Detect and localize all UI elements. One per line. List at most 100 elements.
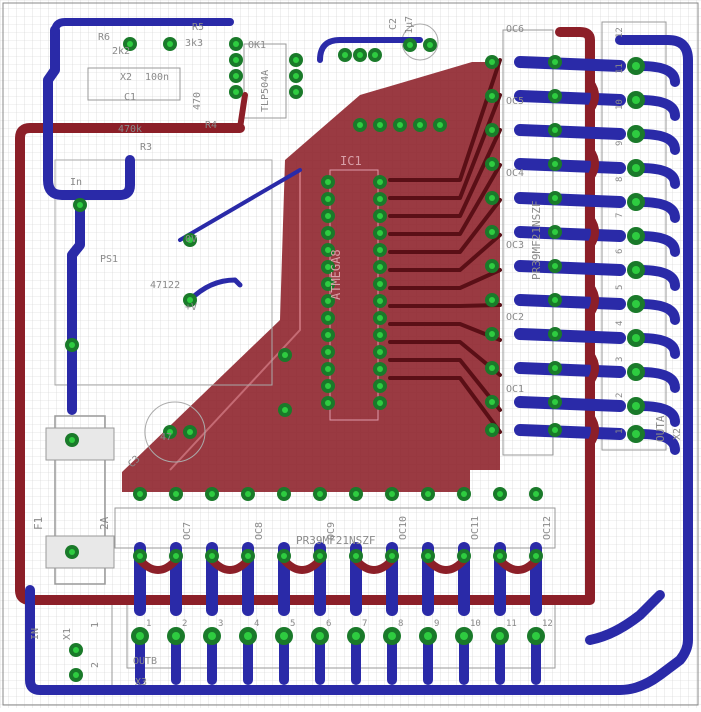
- top-trace-ic-10: [388, 358, 502, 412]
- oc-right-pad-a-6: [485, 259, 499, 273]
- bottom-loop-right-0: [635, 61, 680, 87]
- ic1-pad-left-3: [321, 226, 335, 240]
- oc-bottom-pad-a-7: [385, 487, 399, 501]
- bottom-loop-right-5: [635, 231, 680, 257]
- ic1-pad-right-13: [373, 396, 387, 410]
- bottom-loop-right-11: [635, 429, 680, 455]
- oc-right-pad-a-10: [485, 395, 499, 409]
- x2-pin-9: 3: [615, 357, 625, 362]
- misc-pad-22: [163, 425, 177, 439]
- oc-right-pad-a-1: [485, 89, 499, 103]
- top-loop-bottom-8: [424, 556, 468, 574]
- x2-pad-3: [627, 159, 645, 177]
- misc-pad-8: [289, 85, 303, 99]
- top-trace-ic-6: [388, 268, 502, 290]
- ok1-label: OK1: [248, 40, 266, 51]
- oc-bottom-pad-b-2: [205, 549, 219, 563]
- x2-pad-2: [627, 125, 645, 143]
- top-loop-bottom-0: [136, 556, 180, 574]
- misc-pad-7: [289, 69, 303, 83]
- misc-pad-5: [229, 85, 243, 99]
- misc-pad-12: [73, 198, 87, 212]
- r5-label: R5: [192, 22, 204, 33]
- r6-label: R6: [98, 32, 110, 43]
- x3-pad-8: [419, 627, 437, 645]
- oc-bottom-pad-a-11: [529, 487, 543, 501]
- x3-pad-11: [527, 627, 545, 645]
- x3-pad-3: [239, 627, 257, 645]
- top-loop-bottom-6: [352, 556, 396, 574]
- oc-bottom-label-3: OC10: [398, 516, 409, 540]
- x2-pin-8: 4: [615, 321, 625, 326]
- oc-bottom-pad-a-4: [277, 487, 291, 501]
- x2-pad-7: [627, 295, 645, 313]
- top-trace-ic-11: [388, 376, 502, 434]
- oc-bottom-pad-a-2: [205, 487, 219, 501]
- oc-bottom-pad-b-5: [313, 549, 327, 563]
- ic1-pad-right-10: [373, 345, 387, 359]
- x2-pin-3: 9: [615, 141, 625, 146]
- top-loop-bottom-4: [280, 556, 324, 574]
- top-loop-bottom-10: [496, 556, 540, 574]
- oc-right-pad-b-0: [548, 55, 562, 69]
- x3-pad-4: [275, 627, 293, 645]
- ic1-pad-right-9: [373, 328, 387, 342]
- misc-pad-24: [403, 38, 417, 52]
- oc-bottom-pad-a-6: [349, 487, 363, 501]
- bottom-loop-right-4: [635, 197, 680, 223]
- oc-bottom-pad-b-1: [169, 549, 183, 563]
- ic1-pad-right-3: [373, 226, 387, 240]
- x3-pad-1: [167, 627, 185, 645]
- x2-pin-6: 6: [615, 249, 625, 254]
- top-loop-bottom-2: [208, 556, 252, 574]
- x2-pin-4: 8: [615, 177, 625, 182]
- misc-pad-2: [229, 37, 243, 51]
- oc-bottom-pad-b-8: [421, 549, 435, 563]
- ic1-pad-left-10: [321, 345, 335, 359]
- bottom-loop-right-3: [635, 163, 680, 189]
- oc-bottom-label-1: OC8: [254, 522, 265, 540]
- ic1-pad-right-0: [373, 175, 387, 189]
- oc-right-pad-a-2: [485, 123, 499, 137]
- bottom-loop-right-7: [635, 299, 680, 325]
- top-track-r3: [237, 92, 248, 131]
- bottom-track-ps-in: [43, 25, 135, 200]
- f1-label: F1: [32, 517, 45, 530]
- ic1-pad-right-7: [373, 294, 387, 308]
- x2-outa-label: OUTA: [654, 415, 667, 442]
- bottom-bar-right-9: [514, 362, 626, 378]
- top-loop-right-9: [586, 350, 599, 386]
- bottom-track-ok1: [317, 37, 423, 63]
- oc-right-label-0: OC6: [506, 24, 524, 35]
- misc-pad-0: [123, 37, 137, 51]
- oc-bottom-label-4: OC11: [470, 516, 481, 540]
- ic1-pad-left-6: [321, 277, 335, 291]
- bottom-track-zerov: [178, 168, 302, 242]
- misc-pad-17: [65, 545, 79, 559]
- oc-bottom-pad-a-9: [457, 487, 471, 501]
- oc-bottom-pad-b-10: [493, 549, 507, 563]
- x1-label: X1: [62, 628, 73, 640]
- ic1-pad-left-7: [321, 294, 335, 308]
- misc-pad-15: [65, 338, 79, 352]
- misc-pad-20: [278, 348, 292, 362]
- ic1-pad-left-12: [321, 379, 335, 393]
- bottom-track-ps-out: [67, 200, 85, 415]
- misc-pad-29: [413, 118, 427, 132]
- misc-pad-3: [229, 53, 243, 67]
- x3-pin-0: 1: [146, 619, 151, 629]
- x3-pin-6: 7: [362, 619, 367, 629]
- x3-pin-11: 12: [542, 619, 553, 629]
- oc-right-label-1: OC5: [506, 96, 524, 107]
- c1-label: C1: [124, 92, 136, 103]
- oc-bottom-pad-a-1: [169, 487, 183, 501]
- oc-bottom-pad-a-10: [493, 487, 507, 501]
- top-loop-right-11: [586, 412, 599, 448]
- bottom-loop-right-2: [635, 129, 680, 155]
- x3-pad-5: [311, 627, 329, 645]
- x3-pin-2: 3: [218, 619, 223, 629]
- ic1-pad-right-4: [373, 243, 387, 257]
- bottom-bar-right-5: [514, 226, 626, 242]
- ic1-pad-left-8: [321, 311, 335, 325]
